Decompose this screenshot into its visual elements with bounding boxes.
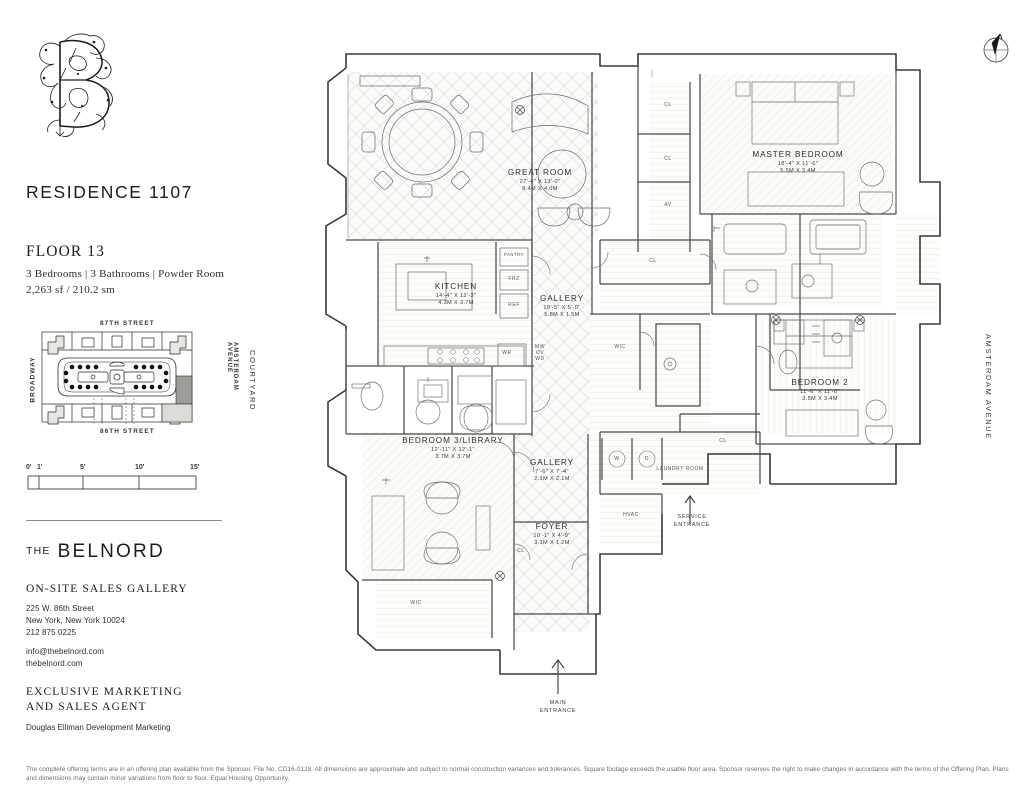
floor-number: FLOOR 13 [26,243,105,260]
label-closet-3: CL [649,258,657,264]
keyplan-label-amsterdam-avenue: AMSTERDAM AVENUE [226,342,238,391]
north-arrow-icon [983,33,1009,63]
sales-gallery-heading: ON-SITE SALES GALLERY [26,583,188,595]
page-title: RESIDENCE 1107 [26,182,193,202]
label-pantry: PANTRY [504,252,524,257]
email-link[interactable]: info@thebelnord.com [26,647,105,656]
belnord-monogram-icon [39,33,113,137]
unit-area: 2,263 sf / 210.2 sm [26,284,116,296]
keyplan-label-courtyard: COURTYARD [247,350,257,411]
service-entrance-label: SERVICE ENTRANCE [673,514,711,528]
scale-tick-10: 10' [135,464,145,471]
key-plan-diagram [41,331,193,426]
legal-disclaimer: The complete offering terms are in an of… [26,766,1009,783]
key-plan: 87TH STREET 86TH STREET BROADWAY AMSTERD… [26,320,272,438]
plan-label-amsterdam-avenue: AMSTERDAM AVENUE [984,334,993,440]
exclusive-heading-line-2: AND SALES AGENT [26,700,147,713]
brand-name-word: BELNORD [57,541,165,562]
website-link[interactable]: thebelnord.com [26,659,83,668]
exclusive-agent-heading: EXCLUSIVE MARKETING AND SALES AGENT [26,685,276,714]
scale-bar: 0' 1' 5' 10' 15' [26,464,206,496]
unit-mix: 3 Bedrooms | 3 Bathrooms | Powder Room [26,268,225,280]
label-freezer: FRZ [508,276,520,282]
label-closet-4: CL [719,438,727,444]
floor-summary: FLOOR 13 3 Bedrooms | 3 Bathrooms | Powd… [26,243,276,296]
label-refrigerator: REF [508,302,520,308]
exclusive-heading-line-1: EXCLUSIVE MARKETING [26,686,183,698]
phone-number[interactable]: 212 875 0225 [26,628,77,637]
label-wic-bedroom-3: WIC [410,600,422,606]
label-laundry-room: LAUNDRY ROOM [656,466,704,472]
label-wic-master: WIC [614,344,626,350]
info-column: RESIDENCE 1107 FLOOR 13 3 Bedrooms | 3 B… [26,24,276,732]
key-plan-highlight [161,375,193,423]
label-microwave-oven-washer-dryer: MW OV WD [535,344,545,362]
section-divider [26,520,222,521]
label-wine-refrigerator: WR [502,350,512,356]
scale-tick-5: 5' [80,464,86,471]
floor-plan: GREAT ROOM 27'-4" X 13'-0" 8.4M X 4.0M M… [300,14,1036,754]
keyplan-label-broadway: BROADWAY [29,356,37,403]
label-closet-5: CL [517,548,525,554]
scale-bar-graphic [27,475,197,490]
label-av-closet: AV [664,202,672,208]
scale-tick-1: 1' [37,464,43,471]
contact-block: info@thebelnord.com thebelnord.com [26,647,276,668]
label-dryer: D [644,456,650,462]
label-closet-2: CL [664,156,672,162]
main-entrance-label: MAIN ENTRANCE [539,700,577,714]
address-block: 225 W. 86th Street New York, New York 10… [26,604,276,637]
agent-name: Douglas Elliman Development Marketing [26,723,171,732]
label-closet-1: CL [664,102,672,108]
address-line-2: New York, New York 10024 [26,616,125,625]
address-line-1: 225 W. 86th Street [26,604,95,613]
label-washer: W [614,456,620,462]
keyplan-label-87th-street: 87TH STREET [100,320,155,327]
keyplan-label-86th-street: 86TH STREET [100,428,155,435]
scale-tick-0: 0' [26,464,32,471]
label-hvac: HVAC [623,512,639,518]
brand-the-word: THE [26,545,51,557]
scale-tick-15: 15' [190,464,200,471]
floor-plan-drawing [325,53,941,694]
brand-lockup: THE BELNORD [26,541,276,563]
